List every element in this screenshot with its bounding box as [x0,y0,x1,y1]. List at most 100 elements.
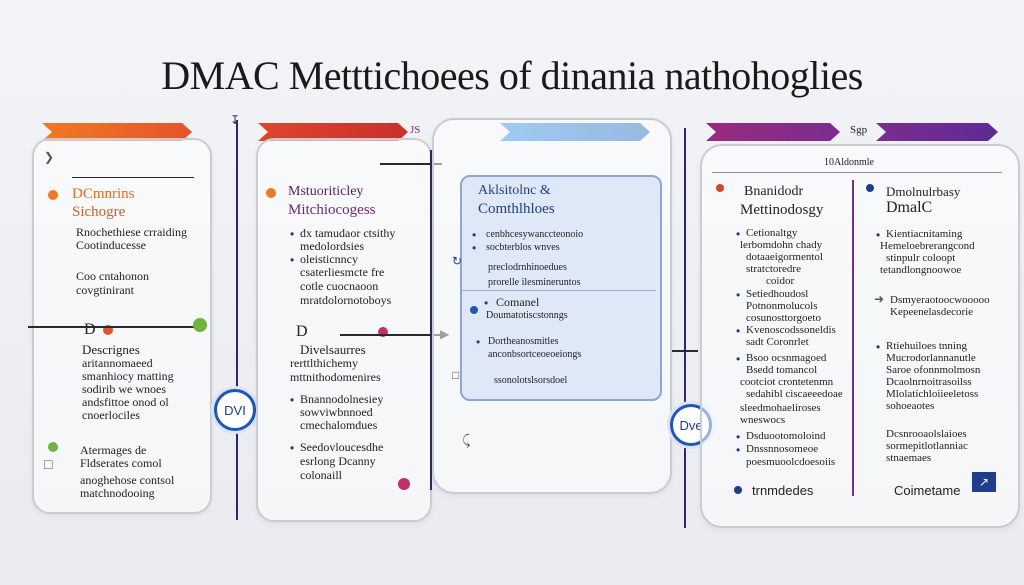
hook-icon: ⤹ [462,432,471,448]
panel-1-foot: Fldserates comol [80,456,162,470]
panel-2-d-label: D [296,323,308,340]
panel-2-tab [258,123,408,141]
panel-1-foot: matchnodooing [80,486,155,500]
bullet: • [484,296,489,310]
panel-4-line: stratctoredre [746,263,801,275]
panel-3-heading-2: Comthlhloes [478,201,555,217]
bullet: • [736,352,741,366]
panel-1-marker-green [48,442,58,452]
panel-2-desc: mttnithodomenires [290,370,381,384]
panel-2-desc: rerttlthichemy [290,356,358,370]
panel-3-heading-1: Aklsitolnc & [478,183,551,198]
panel-4-line: coidor [766,275,795,287]
dve-badge-label: Dve [679,417,703,433]
panel-3-sub-line: Doumatotiscstonngs [486,310,568,321]
bullet: • [876,228,881,242]
refresh-icon: ↻ [452,254,463,268]
bullet: • [290,441,295,455]
panel-2-foot: Seedovloucesdhe [300,440,384,454]
panel-4-line: Bsedd tomancol [746,364,818,376]
panel-4-foot: trnmdedes [752,483,814,498]
connector-green-node [193,318,207,332]
bullet: • [736,288,741,302]
panel-4-tab [706,123,840,141]
panel-1-heading-1: DCmnrins [72,186,135,202]
panel-5-line: tetandlongnoowoe [880,264,962,276]
bullet: • [736,443,741,457]
panel-4-line: Setiedhoudosl [746,288,809,300]
connector-horizontal-3 [380,163,442,165]
panel-5-line: Mlolatichloiieeletoss [886,388,979,400]
document-icon: □ [452,368,460,382]
panel-5-line: stinpulr coloopt [886,252,956,264]
bullet: • [736,430,741,444]
panel-2-heading-1: Mstuoriticley [288,184,364,199]
panel-4-corner-label: 10Aldonmle [824,157,874,168]
connector-horizontal-4 [672,350,698,352]
panel-1-desc: smanhiocy matting [82,369,174,383]
panel-1-foot: anoghehose contsol [80,473,175,487]
panel-1-tab [42,123,192,141]
page-title: DMAC Metttichoees of dinania nathohoglie… [161,53,863,98]
panel-3-sub-line: Dortheanosmitles [488,336,559,347]
panel-2-line: dx tamudaor ctsithy [300,226,396,240]
panel-5-line: Hemeloebrerangcond [880,240,975,252]
panel-3-divider [462,290,656,291]
panel-2-foot: sowviwbnnoed [300,405,373,419]
panel-5-line: sormepitlotlanniac [886,440,968,452]
connector-horizontal-2 [340,334,446,336]
panel-1-desc: Descrignes [82,342,140,357]
panel-3-line: prorelle ilesmineruntos [488,277,581,288]
arrow-down-icon: ↧ [230,113,241,127]
panel-2-line: oleisticnncy [300,252,358,266]
bullet: • [290,253,295,267]
panel-3-sub-line: anconbsortceoeoeiongs [488,349,582,360]
panel-2-line: cotle cuocnaoon [300,279,379,293]
bullet: • [736,227,741,241]
panel-4-line: dotaaeigormentol [746,251,823,263]
panel-2-tab-label: JS [410,124,421,136]
connector-vertical-2 [430,150,432,490]
panel-4-frame [700,144,1020,528]
panel-5-line: Saroe ofonnmolmosn [886,364,981,376]
dvi-badge: DVI [214,389,256,431]
panel-5-line: Dcsnrooaolslaioes [886,428,967,440]
panel-4-heading-1: Bnanidodr [744,184,804,199]
panel-4-line: lerbomdohn chady [740,239,823,251]
panel-1-marker-orange [48,190,58,200]
panel-1-line: Rnochethiese crraiding [76,225,187,239]
panel-4-divider [712,172,1002,173]
panel-3-sub-line: ssonolotslsorsdoel [494,375,568,386]
panel-5-line: Rtiehuiloes tnning [886,340,967,352]
panel-5-tab [876,123,998,141]
bullet: • [472,241,477,255]
panel-4-line: sleedmohaeliroses [740,402,821,414]
panel-5-foot: Coimetame [894,483,961,498]
panel-5-line: Kepeenelasdecorie [890,306,974,318]
panel-4-line: Dsduootomoloind [746,430,826,442]
panel-2-foot: cmechalomdues [300,418,378,432]
panel-5-marker [866,184,874,192]
bullet: • [736,324,741,338]
panel-2-desc: Divelsaurres [300,342,366,357]
panel-4-heading-2: Mettinodosgy [740,202,824,218]
bullet: • [472,228,477,242]
panel-1-line: Coo cntahonon [76,269,149,283]
panel-1-foot: Atermages de [80,443,147,457]
panel-2-foot: colonaill [300,468,342,482]
panel-4-line: sedahibl ciscaeeedoae [746,388,843,400]
panel-4-line: Cetionaltgy [746,227,798,239]
connector-vertical-1 [236,120,238,520]
document-icon: □ [44,456,53,472]
panel-4-separator [852,180,854,496]
panel-4-line: sadt Coronrlet [746,336,809,348]
chevron-right-icon: ❯ [44,150,55,164]
panel-4-marker-navy [734,486,742,494]
panel-2-marker-bottom [398,478,410,490]
panel-4-line: poesmuoolcdoesoiis [746,456,836,468]
bullet: • [476,335,481,349]
panel-1-desc: cnoerlociles [82,408,140,422]
bullet: • [290,393,295,407]
panel-2-heading-2: Mitchiocogess [288,202,376,218]
panel-2-foot: Bnannodolnesiey [300,392,384,406]
